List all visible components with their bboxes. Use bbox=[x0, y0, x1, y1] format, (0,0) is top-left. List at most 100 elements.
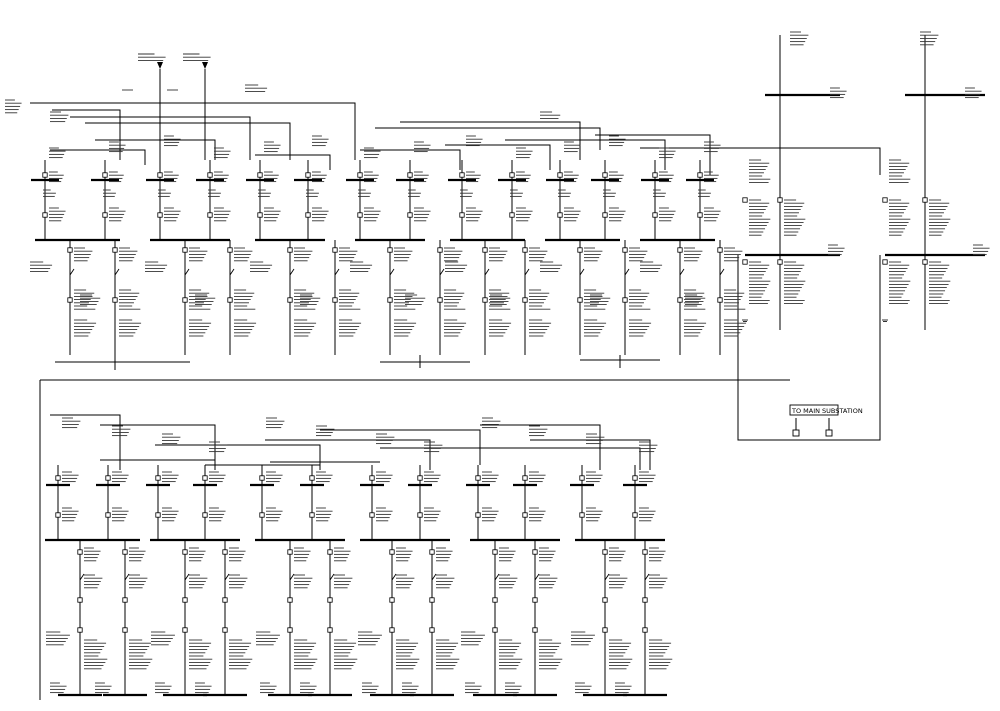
upper-distribution-drop bbox=[30, 240, 97, 355]
breaker-icon bbox=[102, 212, 108, 218]
breaker-icon bbox=[922, 197, 928, 203]
breaker-icon bbox=[642, 627, 648, 633]
breaker-icon bbox=[112, 247, 118, 253]
upper-distribution-drop bbox=[250, 240, 317, 355]
lower-feeder-unit bbox=[146, 433, 181, 540]
upper-feeder-unit bbox=[396, 141, 431, 240]
breaker-icon bbox=[202, 475, 208, 481]
breaker-icon bbox=[332, 297, 338, 303]
lower-distribution-drop bbox=[358, 540, 420, 697]
breaker-icon bbox=[622, 247, 628, 253]
breaker-icon bbox=[287, 627, 293, 633]
switch-icon bbox=[579, 268, 585, 276]
breaker-icon bbox=[632, 512, 638, 518]
switch-icon bbox=[494, 573, 500, 581]
upper-feeder-unit bbox=[448, 135, 483, 240]
breaker-icon bbox=[522, 512, 528, 518]
breaker-icon bbox=[122, 549, 128, 555]
switch-icon bbox=[184, 573, 190, 581]
breaker-icon bbox=[577, 247, 583, 253]
switch-icon bbox=[644, 573, 650, 581]
breaker-icon bbox=[437, 297, 443, 303]
switch-icon bbox=[604, 573, 610, 581]
breaker-icon bbox=[222, 549, 228, 555]
breaker-icon bbox=[357, 172, 363, 178]
lower-distribution-drop bbox=[151, 540, 213, 697]
upper-distribution-drop bbox=[445, 240, 512, 355]
breaker-icon bbox=[652, 212, 658, 218]
upper-feeder-unit bbox=[294, 135, 329, 240]
breaker-icon bbox=[77, 627, 83, 633]
breaker-icon bbox=[475, 475, 481, 481]
breaker-icon bbox=[287, 597, 293, 603]
breaker-icon bbox=[122, 627, 128, 633]
switch-icon bbox=[289, 268, 295, 276]
breaker-icon bbox=[67, 297, 73, 303]
lower-distribution-drop bbox=[256, 540, 318, 697]
breaker-icon bbox=[632, 475, 638, 481]
switch-icon bbox=[69, 268, 75, 276]
breaker-icon bbox=[227, 247, 233, 253]
breaker-icon bbox=[389, 597, 395, 603]
lower-distribution-drop bbox=[95, 540, 153, 697]
breaker-icon bbox=[332, 247, 338, 253]
breaker-icon bbox=[357, 212, 363, 218]
substation-connector-right bbox=[825, 418, 833, 437]
breaker-icon bbox=[482, 247, 488, 253]
breaker-icon bbox=[717, 297, 723, 303]
breaker-icon bbox=[652, 172, 658, 178]
lower-feeder-unit bbox=[300, 425, 335, 540]
lower-distribution-drop bbox=[461, 540, 523, 697]
switch-icon bbox=[79, 573, 85, 581]
lower-feeder-unit bbox=[250, 417, 285, 540]
breaker-icon bbox=[509, 172, 515, 178]
breaker-icon bbox=[387, 247, 393, 253]
breaker-icon bbox=[389, 627, 395, 633]
lower-distribution-drop bbox=[571, 540, 633, 697]
breaker-icon bbox=[922, 259, 928, 265]
upper-distribution-drop bbox=[195, 240, 257, 355]
lower-feeder-unit bbox=[193, 441, 228, 540]
breaker-icon bbox=[287, 297, 293, 303]
lower-feeder-unit bbox=[408, 441, 443, 540]
breaker-icon bbox=[112, 297, 118, 303]
breaker-icon bbox=[459, 172, 465, 178]
breaker-icon bbox=[557, 212, 563, 218]
breaker-icon bbox=[429, 597, 435, 603]
lower-distribution-drop bbox=[300, 540, 358, 697]
lower-distribution-drop bbox=[505, 540, 563, 697]
breaker-icon bbox=[122, 597, 128, 603]
switch-icon bbox=[439, 268, 445, 276]
breaker-icon bbox=[742, 197, 748, 203]
breaker-icon bbox=[697, 212, 703, 218]
upper-feeder-unit bbox=[546, 141, 581, 240]
breaker-icon bbox=[105, 475, 111, 481]
breaker-icon bbox=[437, 247, 443, 253]
breaker-icon bbox=[522, 297, 528, 303]
ground-icon bbox=[882, 319, 888, 322]
upper-distribution-drop bbox=[300, 240, 362, 355]
upper-feeder-unit bbox=[246, 141, 281, 240]
breaker-icon bbox=[157, 172, 163, 178]
switch-icon bbox=[524, 268, 530, 276]
upper-feeder-unit bbox=[146, 135, 181, 240]
breaker-icon bbox=[482, 297, 488, 303]
breaker-icon bbox=[579, 475, 585, 481]
breaker-icon bbox=[742, 259, 748, 265]
lower-feeder-unit bbox=[513, 425, 548, 540]
breaker-icon bbox=[182, 297, 188, 303]
breaker-icon bbox=[417, 475, 423, 481]
lower-feeder-unit bbox=[570, 433, 605, 540]
to-main-substation-label: TO MAIN SUBSTATION bbox=[791, 407, 863, 415]
breaker-icon bbox=[532, 597, 538, 603]
breaker-icon bbox=[475, 512, 481, 518]
breaker-icon bbox=[259, 475, 265, 481]
breaker-icon bbox=[407, 212, 413, 218]
breaker-icon bbox=[429, 627, 435, 633]
breaker-icon bbox=[155, 475, 161, 481]
switch-icon bbox=[289, 573, 295, 581]
lower-distribution-drop bbox=[402, 540, 460, 697]
breaker-icon bbox=[309, 475, 315, 481]
breaker-icon bbox=[157, 212, 163, 218]
switch-icon bbox=[184, 268, 190, 276]
